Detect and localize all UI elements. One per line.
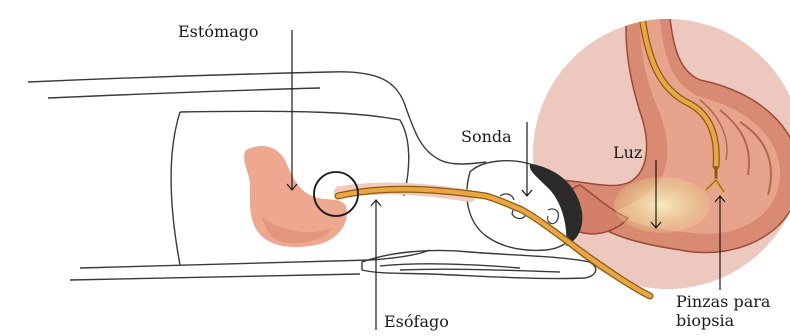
finger-line [380, 264, 520, 268]
label-pinzas-line2: biopsia [676, 311, 770, 330]
shoulder-curve [171, 112, 180, 265]
label-luz: Luz [613, 144, 642, 162]
body-bottom-inner [70, 274, 360, 280]
body-bottom-outline [80, 250, 430, 268]
body-top-inner [48, 88, 320, 98]
stomach [244, 146, 347, 247]
finger-line [400, 269, 560, 272]
label-estomago: Estómago [178, 23, 259, 41]
label-pinzas-para-biopsia: Pinzas para biopsia [676, 292, 770, 330]
label-esofago: Esófago [384, 313, 449, 331]
label-sonda: Sonda [461, 128, 512, 146]
label-pinzas-line1: Pinzas para [676, 292, 770, 311]
light-area [614, 177, 710, 233]
